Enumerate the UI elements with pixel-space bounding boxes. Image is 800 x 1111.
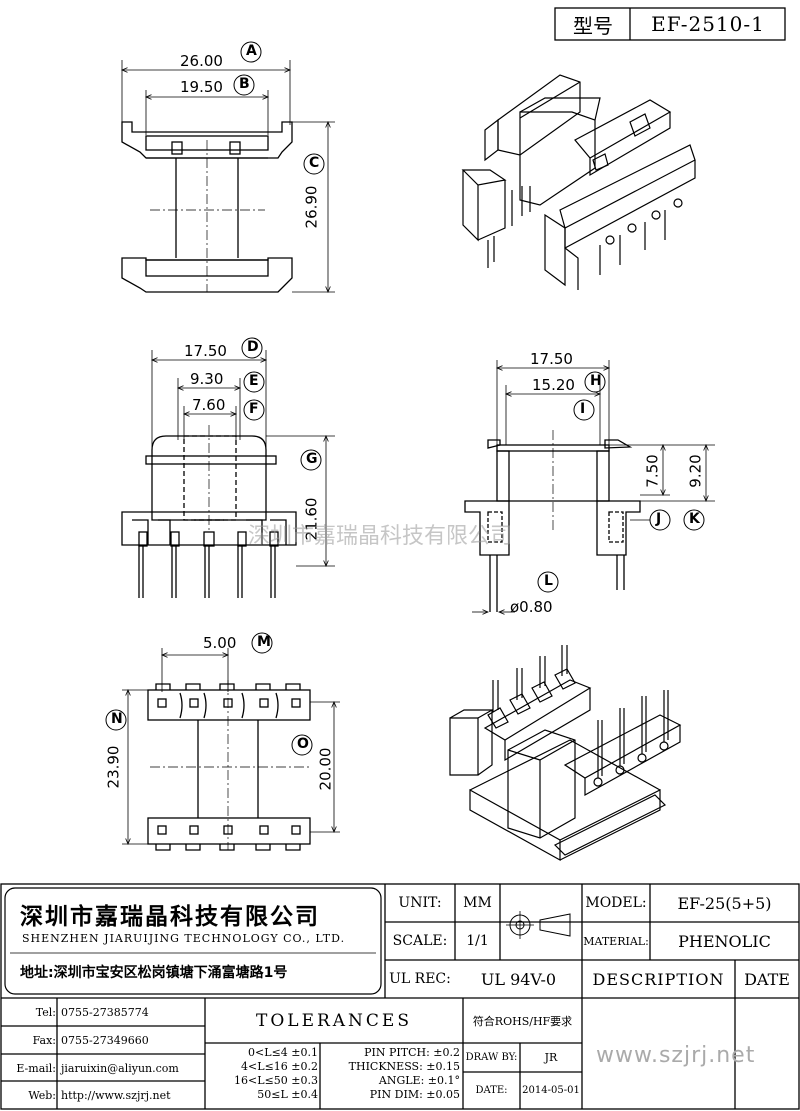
model-header-value: EF-2510-1 xyxy=(651,12,765,36)
dimension-i: 15.20 xyxy=(532,376,575,394)
rohs-note: 符合ROHS/HF要求 xyxy=(472,1014,573,1028)
company-address: 地址:深圳市宝安区松岗镇塘下涌富塘路1号 xyxy=(20,965,288,981)
tolerance-row: 50≤L ±0.4 xyxy=(257,1088,318,1101)
pin-tolerance-row: PIN PITCH: ±0.2 xyxy=(364,1046,460,1059)
dimension-f: 7.60 xyxy=(192,396,226,414)
description-header: DESCRIPTION xyxy=(592,969,725,989)
fax-label: Fax: xyxy=(32,1033,56,1047)
mark-m: M xyxy=(257,634,271,650)
mark-e: E xyxy=(249,373,259,389)
mark-n: N xyxy=(111,711,123,727)
web-label: Web: xyxy=(28,1088,56,1102)
mark-d: D xyxy=(247,339,259,355)
tel-value: 0755-27385774 xyxy=(61,1005,149,1019)
mark-i: I xyxy=(580,401,586,417)
material-label: MATERIAL: xyxy=(583,934,649,948)
mark-b: B xyxy=(239,76,250,92)
bottom-left-view xyxy=(105,632,340,851)
material-value: PHENOLIC xyxy=(678,931,771,951)
tolerance-rows: 0<L≤4 ±0.1 4<L≤16 ±0.2 16<L≤50 ±0.3 50≤L… xyxy=(208,1046,318,1102)
mark-c: C xyxy=(309,155,320,171)
company-name-en: SHENZHEN JIARUIJING TECHNOLOGY CO., LTD. xyxy=(22,932,346,945)
dimension-c: 26.90 xyxy=(302,185,321,229)
model-label: MODEL: xyxy=(585,895,647,911)
watermark-company: 深圳市嘉瑞晶科技有限公司 xyxy=(248,524,513,549)
model-value: EF-25(5+5) xyxy=(677,893,772,913)
dimension-e: 9.30 xyxy=(190,370,224,388)
draw-by-label: DRAW BY: xyxy=(465,1052,518,1063)
email-label: E-mail: xyxy=(16,1061,56,1075)
web-value[interactable]: http://www.szjrj.net xyxy=(61,1088,171,1102)
bottom-right-isometric xyxy=(449,645,682,862)
pin-tolerance-rows: PIN PITCH: ±0.2 THICKNESS: ±0.15 ANGLE: … xyxy=(322,1046,460,1102)
pin-tolerance-row: PIN DIM: ±0.05 xyxy=(369,1088,460,1101)
dimension-m: 5.00 xyxy=(203,634,237,652)
mid-right-view xyxy=(464,360,715,612)
date-value: 2014-05-01 xyxy=(522,1085,580,1096)
email-value[interactable]: jiaruixin@aliyun.com xyxy=(61,1061,179,1075)
mark-h: H xyxy=(590,373,602,389)
fax-value: 0755-27349660 xyxy=(61,1033,149,1047)
mid-left-view xyxy=(121,337,335,598)
mark-g: G xyxy=(306,451,318,467)
site-watermark: www.szjrj.net xyxy=(596,1043,756,1068)
dimension-h: 17.50 xyxy=(530,350,573,368)
dimension-b: 19.50 xyxy=(180,78,223,96)
unit-label: UNIT: xyxy=(398,895,442,911)
mark-f: F xyxy=(249,401,259,417)
model-header-label: 型号 xyxy=(573,13,613,38)
top-left-view xyxy=(122,41,335,292)
ul-label: UL REC: xyxy=(389,971,451,987)
top-right-isometric xyxy=(461,74,696,290)
mark-k: K xyxy=(689,511,700,527)
scale-label: SCALE: xyxy=(392,933,448,949)
dimension-n: 23.90 xyxy=(104,745,123,789)
unit-value: MM xyxy=(463,895,492,911)
pin-tolerance-row: ANGLE: ±0.1° xyxy=(378,1074,460,1087)
dimension-l: ø0.80 xyxy=(510,598,553,616)
tolerances-title: TOLERANCES xyxy=(256,1010,412,1031)
scale-value: 1/1 xyxy=(466,933,489,949)
dimension-d: 17.50 xyxy=(184,342,227,360)
dimension-9-20: 9.20 xyxy=(686,454,705,488)
dimension-o: 20.00 xyxy=(316,747,335,791)
tolerance-row: 4<L≤16 ±0.2 xyxy=(241,1060,318,1073)
pin-tolerance-row: THICKNESS: ±0.15 xyxy=(348,1060,460,1073)
draw-by-value: JR xyxy=(544,1051,558,1064)
ul-value: UL 94V-0 xyxy=(480,969,557,989)
company-name-cn: 深圳市嘉瑞晶科技有限公司 xyxy=(20,904,320,930)
date-label: DATE: xyxy=(475,1085,508,1096)
tolerance-row: 16<L≤50 ±0.3 xyxy=(234,1074,318,1087)
date-header: DATE xyxy=(744,969,790,989)
mark-a: A xyxy=(246,43,257,59)
mark-o: O xyxy=(297,736,309,752)
dimension-a: 26.00 xyxy=(180,52,223,70)
dimension-7-50: 7.50 xyxy=(643,454,662,488)
tolerance-row: 0<L≤4 ±0.1 xyxy=(248,1046,318,1059)
title-block-grid xyxy=(0,7,800,1110)
mark-j: J xyxy=(656,511,662,527)
mark-l: L xyxy=(544,573,553,589)
tel-label: Tel: xyxy=(35,1005,56,1019)
